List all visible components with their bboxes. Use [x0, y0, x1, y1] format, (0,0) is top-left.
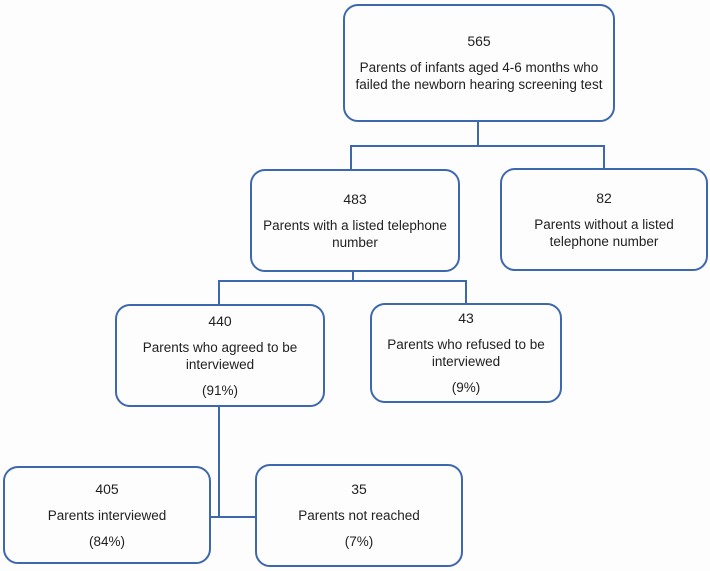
node-label: Parents who refused to be interviewed	[387, 337, 545, 369]
node-interviewed: 405 Parents interviewed (84%)	[3, 466, 211, 564]
node-count: 565	[467, 33, 491, 49]
node-label: Parents interviewed	[47, 507, 167, 523]
node-label: Parents of infants aged 4-6 months who f…	[355, 60, 603, 92]
node-unlisted-phone: 82 Parents without a listed telephone nu…	[500, 168, 708, 271]
node-count: 405	[95, 480, 119, 497]
connector-level1-rail	[350, 145, 605, 147]
connector-level3-rail	[210, 516, 256, 518]
node-label: Parents without a listed telephone numbe…	[534, 216, 674, 249]
node-not-reached: 35 Parents not reached (7%)	[255, 464, 463, 567]
node-count: 440	[208, 312, 232, 329]
node-count: 82	[596, 189, 612, 206]
node-count: 483	[343, 190, 367, 207]
connector-level1-stem	[477, 121, 479, 147]
connector-level2-drop-right	[465, 280, 467, 305]
node-percent: (84%)	[88, 533, 125, 549]
node-agreed-interview: 440 Parents who agreed to be interviewed…	[115, 304, 325, 407]
connector-level1-drop-left	[350, 145, 352, 171]
node-label: Parents who agreed to be interviewed	[142, 339, 298, 372]
node-percent: (9%)	[451, 380, 481, 395]
connector-level2-rail	[218, 280, 467, 282]
connector-level3-stem	[218, 406, 220, 518]
node-count: 43	[458, 310, 474, 326]
node-percent: (91%)	[201, 382, 238, 398]
node-listed-phone: 483 Parents with a listed telephone numb…	[250, 169, 460, 272]
node-label: Parents with a listed telephone number	[263, 217, 447, 250]
connector-level2-drop-left	[218, 280, 220, 306]
node-total-screened: 565 Parents of infants aged 4-6 months w…	[343, 4, 615, 122]
connector-level1-drop-right	[603, 145, 605, 170]
node-count: 35	[351, 481, 367, 497]
node-label: Parents not reached	[298, 508, 420, 523]
node-refused-interview: 43 Parents who refused to be interviewed…	[370, 303, 562, 403]
node-percent: (7%)	[344, 534, 374, 549]
connector-level2-stem	[352, 270, 354, 282]
